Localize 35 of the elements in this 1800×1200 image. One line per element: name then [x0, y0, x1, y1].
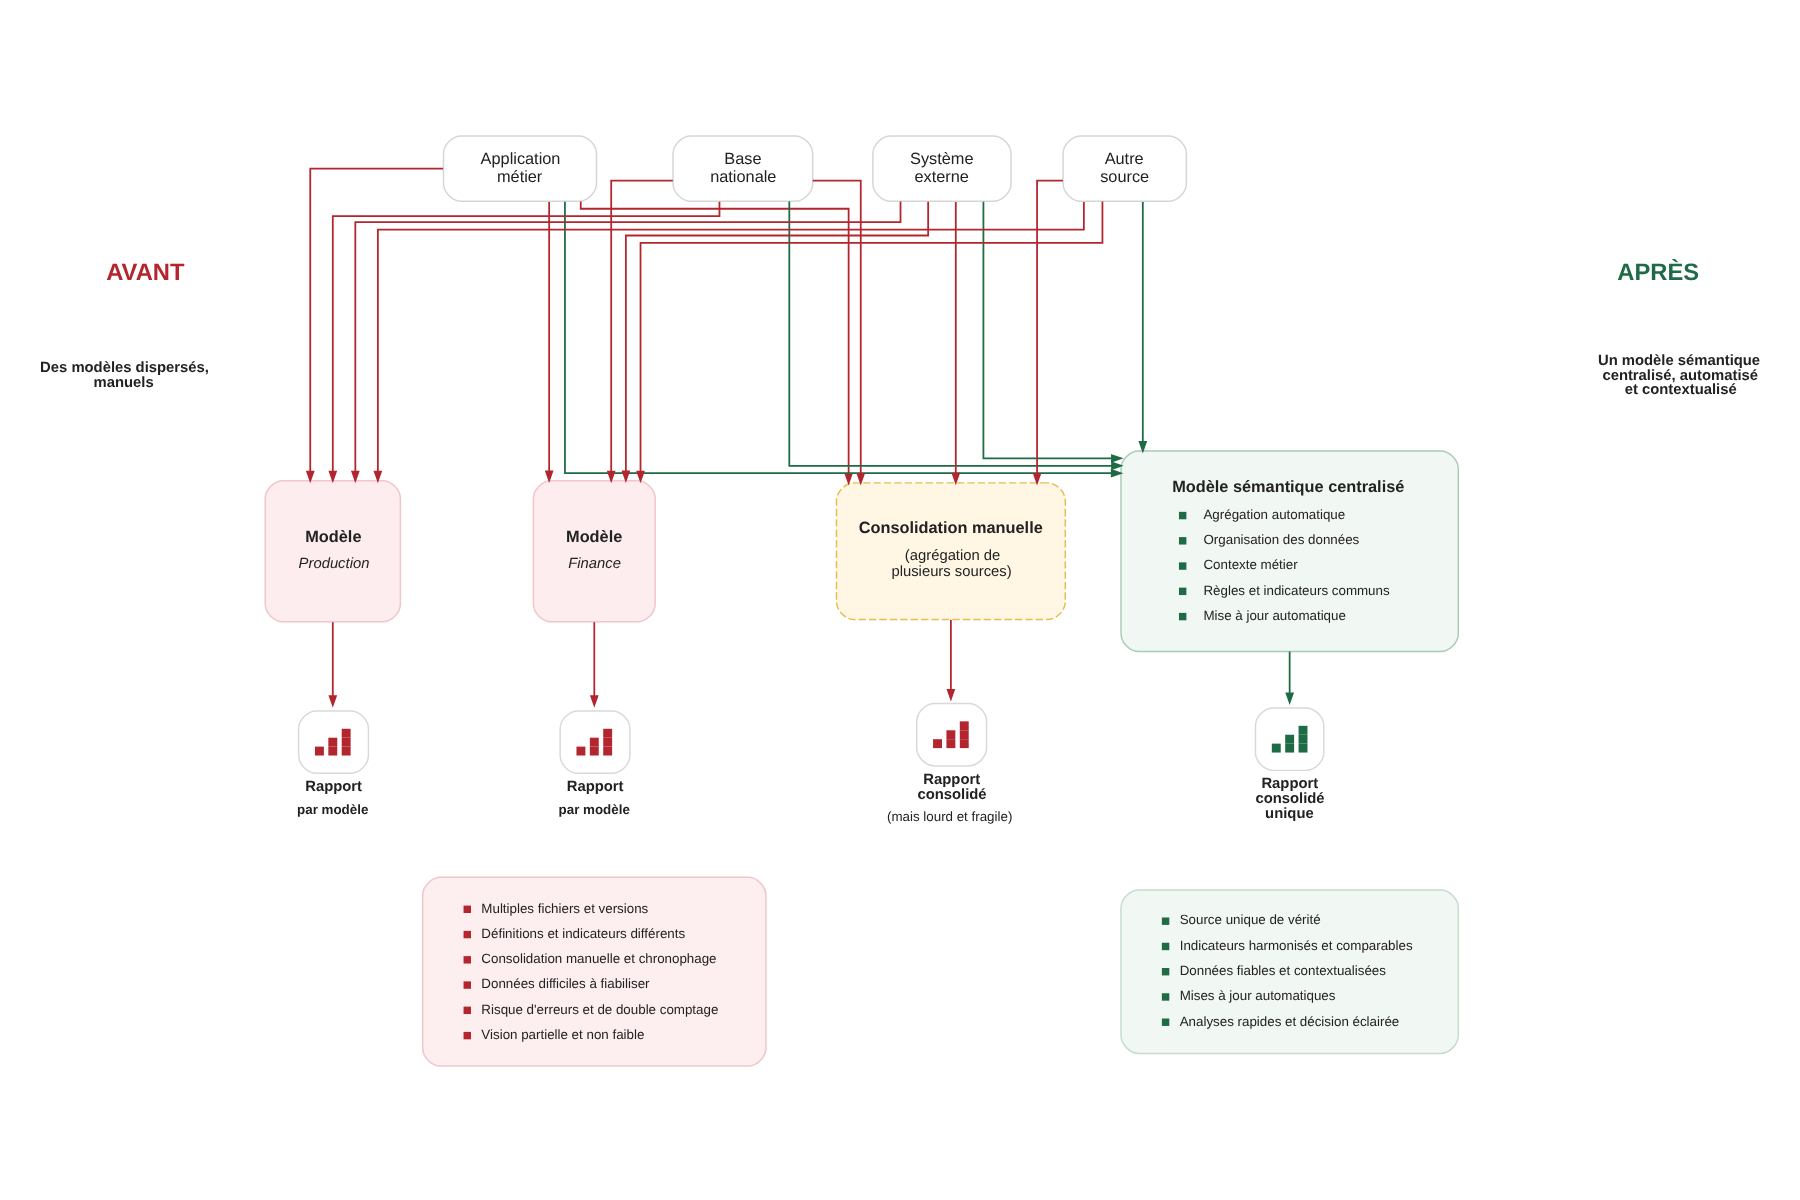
arrow [589, 620, 599, 707]
node-label: Rapport [305, 776, 363, 795]
arrow [951, 200, 961, 485]
node-box: Système externe [872, 134, 1012, 202]
label: AVANT [106, 256, 185, 285]
node-box: Modèle Finance [532, 478, 656, 622]
label: Des modèles dispersés, manuels [40, 357, 209, 391]
label: APRÈS [1617, 256, 1700, 285]
arrow [811, 178, 866, 485]
arrow [328, 620, 338, 707]
arrow [373, 200, 1085, 483]
node-box: Application métier [442, 134, 598, 202]
arrow [564, 199, 1124, 477]
arrow [1138, 200, 1148, 453]
arrow [1285, 649, 1295, 704]
arrow [946, 617, 956, 701]
arrow [621, 199, 930, 483]
arrow [982, 200, 1124, 462]
label: Un modèle sémantique centralisé, automatisé et contextualisé [1597, 349, 1761, 398]
arrow [636, 199, 1104, 483]
arrow [305, 166, 444, 483]
arrow [788, 199, 1124, 470]
node-label: Rapport [566, 776, 624, 795]
node-box: Base nationale [672, 134, 814, 202]
arrow [328, 199, 721, 483]
arrow [606, 178, 674, 483]
node-label: Rapport consolidé unique [1255, 773, 1325, 821]
arrow [1032, 178, 1064, 485]
arrow [579, 199, 853, 485]
node-label: Rapport consolidé [917, 768, 987, 802]
arrow [350, 199, 902, 483]
arrow [544, 200, 554, 483]
node-box: Consolidation manuelle (agrégation de plusieurs sources) [835, 481, 1067, 620]
node-box: Autre source [1062, 134, 1188, 202]
node-box: Modèle Production [264, 478, 402, 622]
